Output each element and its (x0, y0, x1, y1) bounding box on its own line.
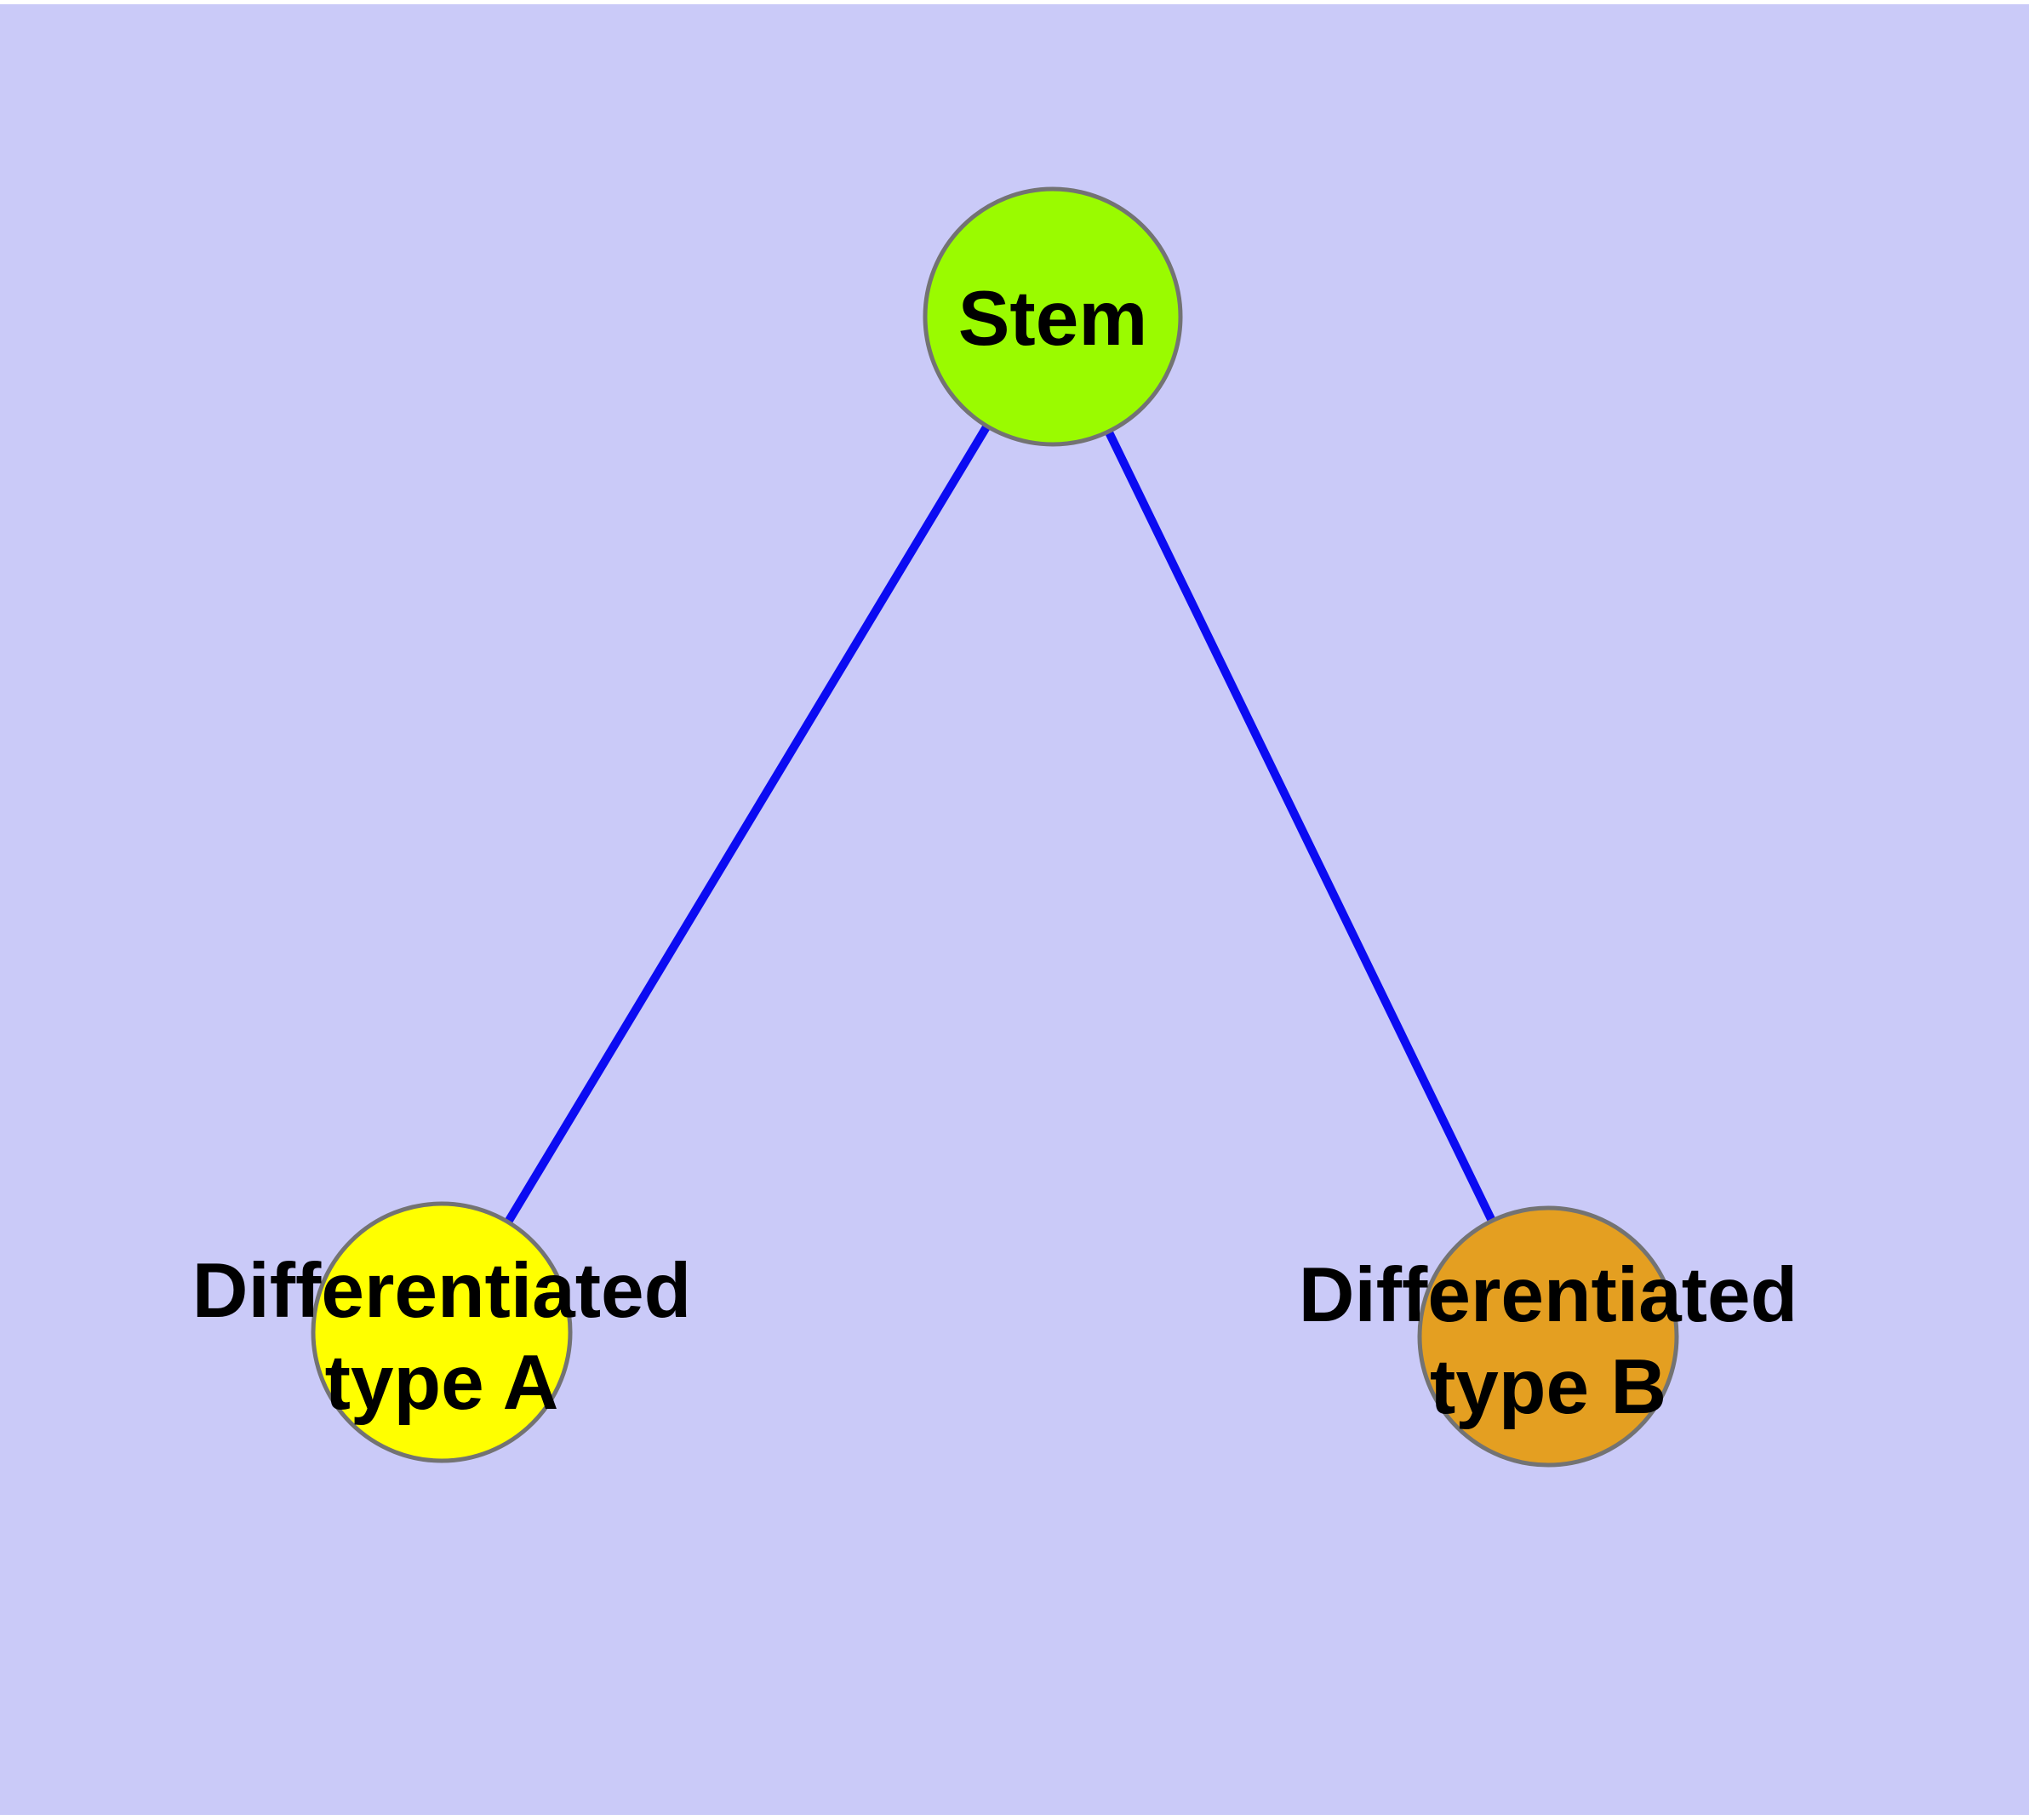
node-stem-circle[interactable] (923, 186, 1183, 447)
edge-stem-to-type-b (1049, 314, 1552, 1339)
edge-stem-to-type-a (437, 314, 1057, 1335)
node-type-a-circle[interactable] (311, 1201, 573, 1463)
node-type-a[interactable]: Differentiated type A (192, 1201, 692, 1463)
frame-strip-bottom (0, 1815, 2029, 1820)
node-type-b-label-line2: type B (1430, 1344, 1666, 1430)
node-stem-label: Stem (958, 276, 1148, 362)
node-type-a-label-line1: Differentiated (192, 1248, 692, 1334)
node-type-a-label-line2: type A (325, 1340, 559, 1426)
node-stem[interactable]: Stem (923, 186, 1183, 447)
frame-strip-top (0, 0, 2029, 4)
node-type-b-circle[interactable] (1417, 1205, 1679, 1468)
node-type-b[interactable]: Differentiated type B (1299, 1205, 1798, 1468)
node-type-b-label-line1: Differentiated (1299, 1252, 1798, 1338)
